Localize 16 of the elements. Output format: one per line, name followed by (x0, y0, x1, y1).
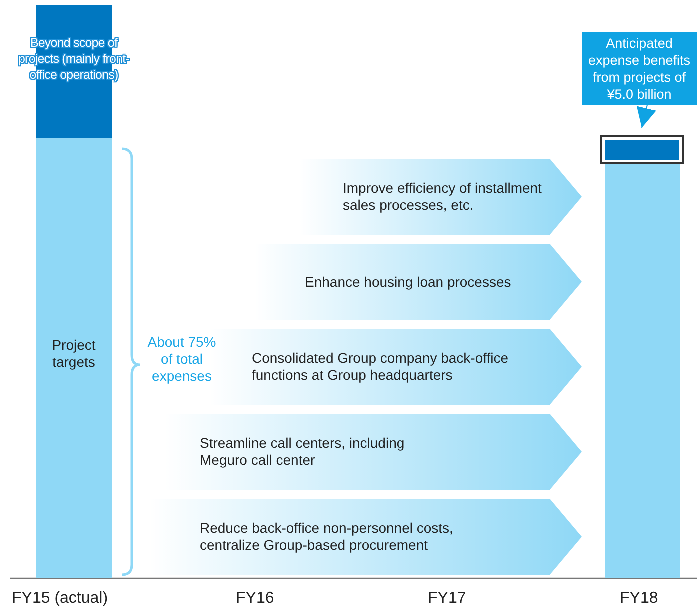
bar-segment (605, 164, 680, 578)
axis-label: FY15 (actual) (12, 590, 110, 608)
bar-label: Project targets (51, 337, 97, 371)
bar-segment (36, 138, 112, 578)
axis-label: FY16 (236, 590, 276, 608)
brace-label: About 75% of total expenses (146, 334, 218, 385)
process-label: Reduce back-office non-personnel costs, centralize Group-based procurement (200, 520, 454, 554)
process-label: Improve efficiency of installment sales processes, etc. (343, 180, 543, 214)
axis-label: FY18 (620, 590, 660, 608)
axis-label: FY17 (428, 590, 468, 608)
callout-text: Anticipated expense benefits from projects of ¥5.0 billion (587, 34, 692, 102)
process-label: Consolidated Group company back-office functions at Group headquarters (252, 350, 510, 384)
highlighted-bar-segment (600, 135, 684, 164)
process-label: Streamline call centers, including Meguro call center (200, 435, 406, 469)
process-label: Enhance housing loan processes (305, 274, 512, 290)
callout-pointer (636, 104, 656, 128)
